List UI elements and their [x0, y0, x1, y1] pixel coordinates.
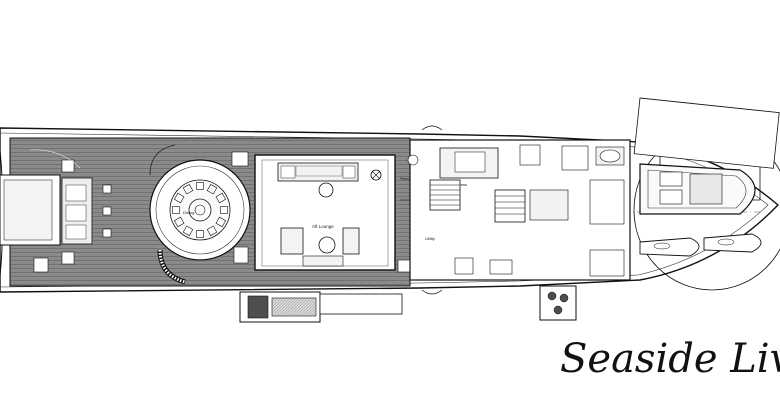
- dining-label: Dining: [183, 210, 194, 215]
- signature-text: Seaside Living Co: [560, 336, 780, 382]
- signature-watermark: Seaside Living Co: [560, 336, 780, 382]
- dining-chair: [182, 225, 194, 236]
- pantry-label: Pantry: [400, 177, 410, 181]
- dining-chair: [215, 192, 226, 204]
- dining-chair: [174, 192, 185, 204]
- lounge-label: Aft Lounge: [312, 224, 334, 229]
- dining-chair: [206, 225, 218, 236]
- dining-chair: [182, 184, 194, 195]
- dining-area: Dining: [149, 159, 251, 285]
- outboard-platforms: [239, 285, 577, 323]
- stair-treads: [430, 184, 460, 206]
- utility-label: Utility: [425, 236, 435, 241]
- dining-chair: [196, 182, 204, 190]
- dining-chair: [206, 184, 218, 195]
- dining-chairs: [172, 182, 228, 238]
- saloon: Aft Lounge: [254, 154, 396, 271]
- dining-chair: [215, 216, 226, 228]
- dining-chair: [196, 230, 204, 238]
- tender-bay: [633, 97, 780, 291]
- dining-chair: [220, 206, 228, 214]
- dining-chair: [172, 206, 180, 214]
- dining-chair: [174, 216, 185, 228]
- forward-interior: Crew Mess Utility Pantry: [400, 125, 631, 295]
